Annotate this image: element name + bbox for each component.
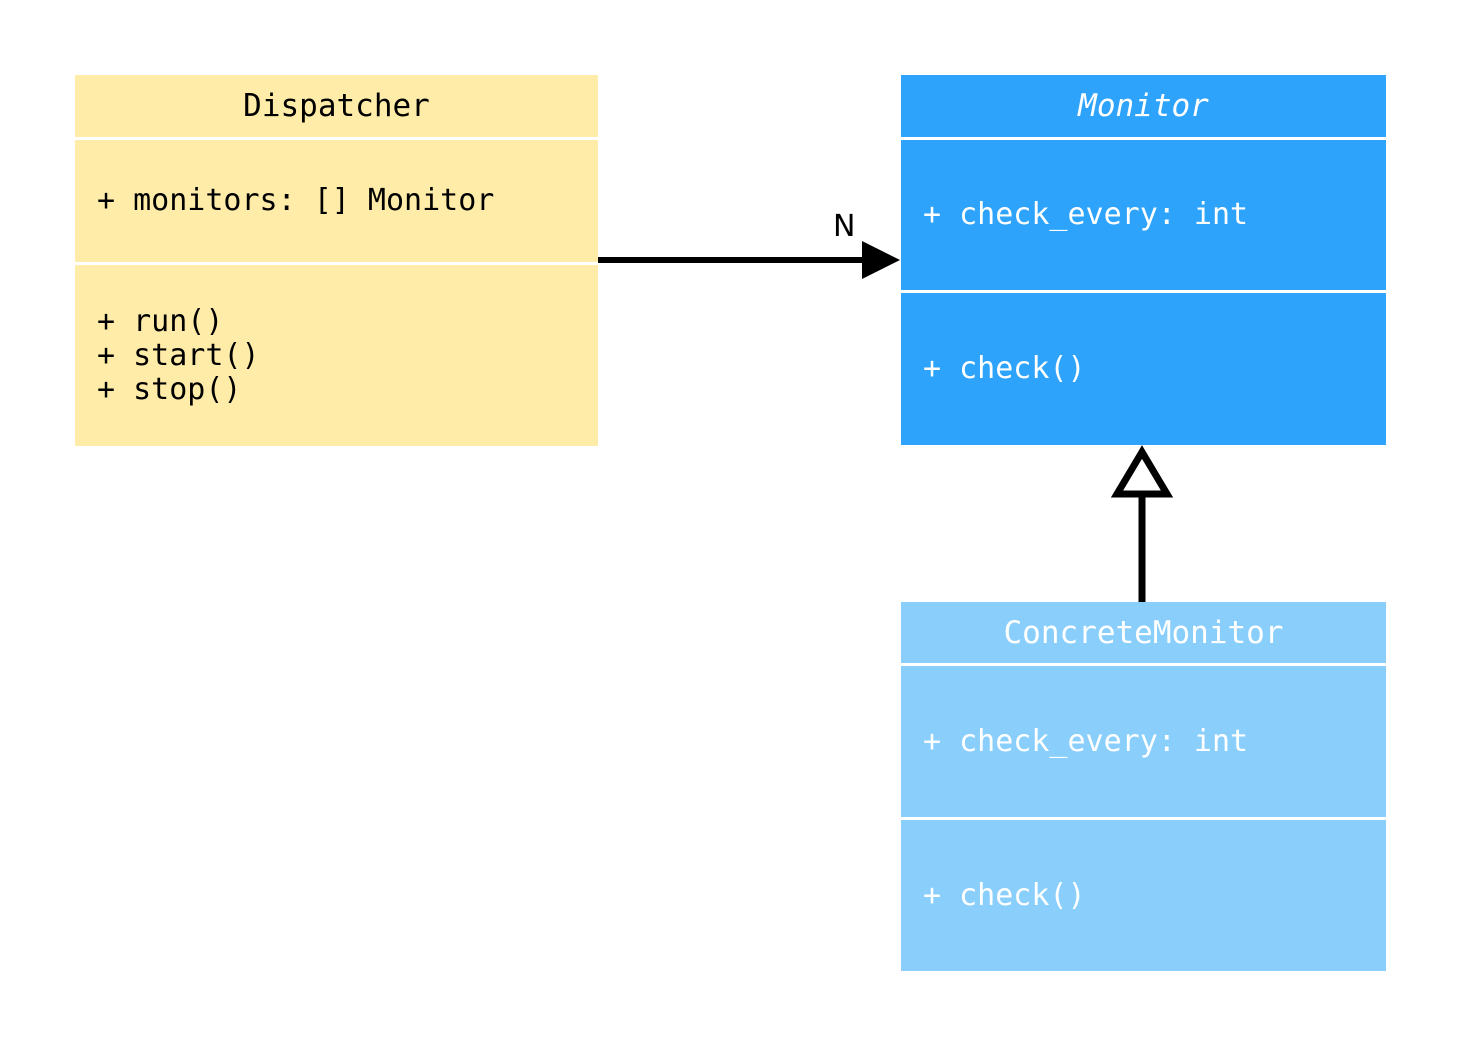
class-methods-compartment-concrete-monitor: + check() xyxy=(901,820,1386,971)
class-name-monitor: Monitor xyxy=(1078,88,1209,124)
class-name-concrete-monitor: ConcreteMonitor xyxy=(1003,614,1284,651)
generalization-edge-concrete-monitor-monitor[interactable] xyxy=(1110,445,1174,602)
class-box-concrete-monitor[interactable]: ConcreteMonitor + check_every: int + che… xyxy=(901,602,1386,971)
attribute-row: + check_every: int xyxy=(923,197,1249,232)
association-edge-dispatcher-monitor[interactable] xyxy=(598,241,900,279)
class-box-dispatcher[interactable]: Dispatcher + monitors: [] Monitor + run(… xyxy=(75,75,598,446)
filled-triangle-arrowhead-icon xyxy=(862,241,900,279)
class-title-compartment-dispatcher: Dispatcher xyxy=(75,75,598,137)
class-title-compartment-monitor: Monitor xyxy=(901,75,1386,137)
method-row: + check() xyxy=(923,877,1086,913)
method-row: + check() xyxy=(923,351,1086,386)
attribute-row: + check_every: int xyxy=(923,723,1249,759)
class-methods-compartment-dispatcher: + run() + start() + stop() xyxy=(75,265,598,446)
hollow-triangle-arrowhead-icon xyxy=(1110,445,1174,498)
method-row: + run() xyxy=(97,303,224,339)
class-box-monitor[interactable]: Monitor + check_every: int + check() xyxy=(901,75,1386,445)
association-multiplicity-label: N xyxy=(833,209,856,244)
class-title-compartment-concrete-monitor: ConcreteMonitor xyxy=(901,602,1386,663)
class-methods-compartment-monitor: + check() xyxy=(901,293,1386,445)
class-attributes-compartment-dispatcher: + monitors: [] Monitor xyxy=(75,140,598,262)
class-attributes-compartment-concrete-monitor: + check_every: int xyxy=(901,666,1386,817)
method-row: + start() xyxy=(97,337,260,373)
class-name-dispatcher: Dispatcher xyxy=(243,88,430,124)
class-attributes-compartment-monitor: + check_every: int xyxy=(901,140,1386,290)
method-row: + stop() xyxy=(97,371,242,407)
attribute-row: + monitors: [] Monitor xyxy=(97,183,495,218)
